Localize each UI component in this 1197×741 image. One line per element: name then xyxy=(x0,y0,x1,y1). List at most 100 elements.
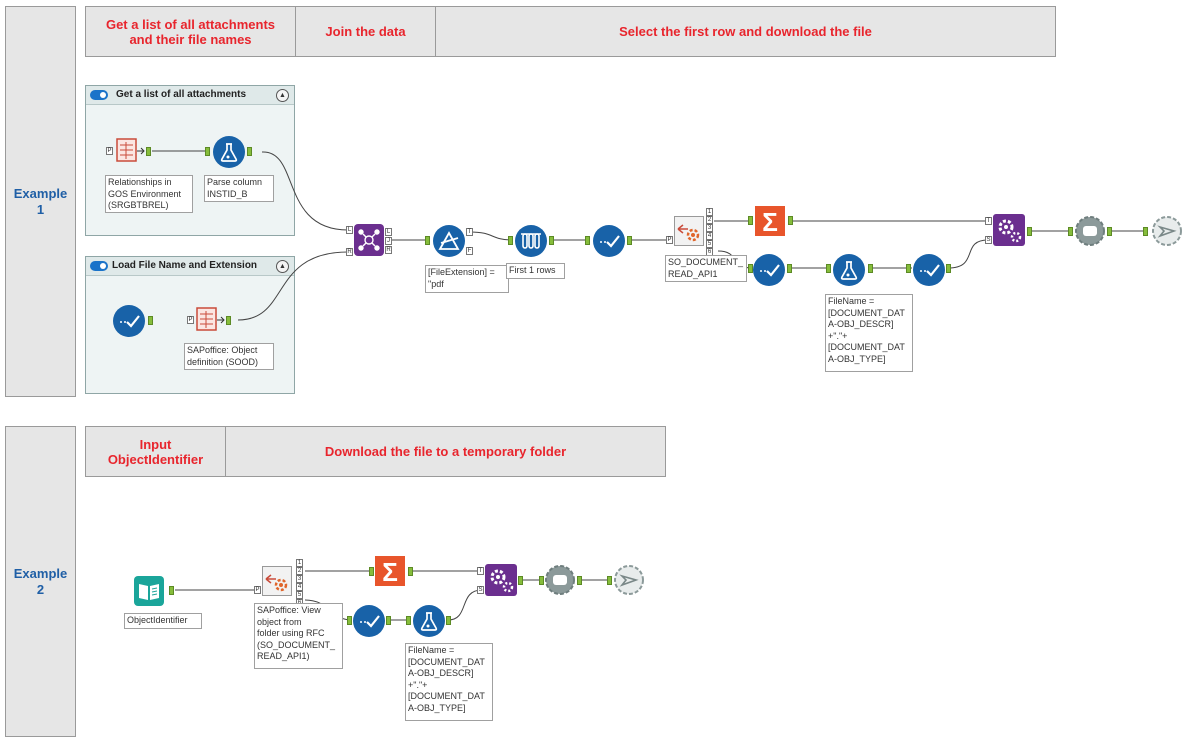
input-anchor[interactable] xyxy=(539,576,544,585)
gear-macro-icon[interactable] xyxy=(993,214,1025,246)
rfc-output-1: 1 xyxy=(296,559,303,567)
output-anchor[interactable] xyxy=(247,147,252,156)
input-anchor[interactable] xyxy=(607,576,612,585)
blob-output-icon[interactable] xyxy=(1074,215,1106,247)
annotation-filename-formula: FileName = [DOCUMENT_DAT A-OBJ_DESCR] +"… xyxy=(825,294,913,372)
container-toggle[interactable] xyxy=(90,261,108,271)
output-anchor[interactable] xyxy=(868,264,873,273)
input-anchor[interactable] xyxy=(425,236,430,245)
header-input-objectidentifier[interactable]: Input ObjectIdentifier xyxy=(85,426,226,477)
annotation-parse-column: Parse column INSTID_B xyxy=(204,175,274,202)
rfc-output-1: 1 xyxy=(706,208,713,216)
output-anchor[interactable] xyxy=(446,616,451,625)
filter-icon[interactable] xyxy=(433,225,465,257)
output-anchor[interactable] xyxy=(386,616,391,625)
formula-flask-icon[interactable] xyxy=(833,254,865,286)
join-anchor-r: R xyxy=(346,248,353,256)
macro-input-t: T xyxy=(985,217,992,225)
summarize-sigma-icon[interactable]: Σ xyxy=(754,205,788,237)
header-join-data[interactable]: Join the data xyxy=(295,6,436,57)
annotation-so-document: SO_DOCUMENT_ READ_API1 xyxy=(665,255,747,282)
input-anchor[interactable] xyxy=(205,147,210,156)
join-output-l: L xyxy=(385,228,392,236)
sap-table-icon[interactable] xyxy=(196,307,226,333)
input-anchor-label: P xyxy=(106,147,113,155)
sap-rfc-gear-icon[interactable] xyxy=(262,566,292,596)
formula-flask-icon[interactable] xyxy=(213,136,245,168)
filter-output-f: F xyxy=(466,247,473,255)
gear-macro-icon[interactable] xyxy=(485,564,517,596)
input-anchor[interactable] xyxy=(906,264,911,273)
annotation-filter-expression: [FileExtension] = "pdf xyxy=(425,265,509,293)
collapse-icon[interactable]: ▲ xyxy=(276,89,289,102)
annotation-sapoffice-object: SAPoffice: Object definition (SOOD) xyxy=(184,343,274,370)
container-toggle[interactable] xyxy=(90,90,108,100)
rfc-input-label: P xyxy=(666,236,673,244)
rfc-output-5: 5 xyxy=(706,240,713,248)
output-anchor[interactable] xyxy=(549,236,554,245)
input-anchor[interactable] xyxy=(508,236,513,245)
run-command-icon[interactable] xyxy=(1150,215,1184,247)
input-anchor[interactable] xyxy=(748,264,753,273)
output-anchor[interactable] xyxy=(518,576,523,585)
header-download-file[interactable]: Download the file to a temporary folder xyxy=(225,426,666,477)
rfc-input-label: P xyxy=(254,586,261,594)
svg-text:Σ: Σ xyxy=(762,207,778,237)
select-check-icon[interactable] xyxy=(913,254,945,286)
select-check-icon[interactable] xyxy=(353,605,385,637)
output-anchor[interactable] xyxy=(169,586,174,595)
formula-flask-icon[interactable] xyxy=(413,605,445,637)
blob-output-icon[interactable] xyxy=(544,564,576,596)
container-title-bar[interactable]: Load File Name and Extension ▲ xyxy=(86,257,294,276)
summarize-sigma-icon[interactable]: Σ xyxy=(374,555,408,587)
input-anchor[interactable] xyxy=(1068,227,1073,236)
join-icon[interactable] xyxy=(354,224,384,256)
input-anchor[interactable] xyxy=(1143,227,1148,236)
rfc-output-3: 3 xyxy=(706,224,713,232)
input-anchor[interactable] xyxy=(748,216,753,225)
container-title: Load File Name and Extension xyxy=(112,260,258,271)
input-anchor-label: P xyxy=(187,316,194,324)
sap-rfc-gear-icon[interactable] xyxy=(674,216,704,246)
output-anchor[interactable] xyxy=(1027,227,1032,236)
select-check-icon[interactable] xyxy=(593,225,625,257)
output-anchor[interactable] xyxy=(146,147,151,156)
sample-tubes-icon[interactable] xyxy=(515,225,547,257)
annotation-object-identifier: ObjectIdentifier xyxy=(124,613,202,629)
annotation-sapoffice-view: SAPoffice: View object from folder using… xyxy=(254,603,343,669)
select-check-icon[interactable] xyxy=(753,254,785,286)
select-check-icon[interactable] xyxy=(113,305,145,337)
output-anchor[interactable] xyxy=(627,236,632,245)
output-anchor[interactable] xyxy=(787,264,792,273)
container-title: Get a list of all attachments xyxy=(116,89,247,100)
collapse-icon[interactable]: ▲ xyxy=(276,260,289,273)
output-anchor[interactable] xyxy=(148,316,153,325)
rfc-output-2: 2 xyxy=(706,216,713,224)
input-anchor[interactable] xyxy=(369,567,374,576)
output-anchor[interactable] xyxy=(946,264,951,273)
input-anchor[interactable] xyxy=(347,616,352,625)
sap-table-icon[interactable] xyxy=(116,138,146,164)
input-anchor[interactable] xyxy=(826,264,831,273)
join-anchor-l: L xyxy=(346,226,353,234)
output-anchor[interactable] xyxy=(408,567,413,576)
output-anchor[interactable] xyxy=(788,216,793,225)
header-select-first-row[interactable]: Select the first row and download the fi… xyxy=(435,6,1056,57)
svg-text:Σ: Σ xyxy=(382,557,398,587)
example-1-label: Example 1 xyxy=(5,6,76,397)
rfc-output-2: 2 xyxy=(296,567,303,575)
run-command-icon[interactable] xyxy=(612,564,646,596)
output-anchor[interactable] xyxy=(1107,227,1112,236)
filter-output-t: T xyxy=(466,228,473,236)
annotation-filename-formula: FileName = [DOCUMENT_DAT A-OBJ_DESCR] +"… xyxy=(405,643,493,721)
output-anchor[interactable] xyxy=(577,576,582,585)
header-list-attachments[interactable]: Get a list of all attachments and their … xyxy=(85,6,296,57)
input-anchor[interactable] xyxy=(585,236,590,245)
input-anchor[interactable] xyxy=(406,616,411,625)
container-title-bar[interactable]: Get a list of all attachments ▲ xyxy=(86,86,294,105)
text-input-book-icon[interactable] xyxy=(133,575,165,607)
output-anchor[interactable] xyxy=(226,316,231,325)
macro-input-s: S xyxy=(985,236,992,244)
join-output-r: R xyxy=(385,246,392,254)
